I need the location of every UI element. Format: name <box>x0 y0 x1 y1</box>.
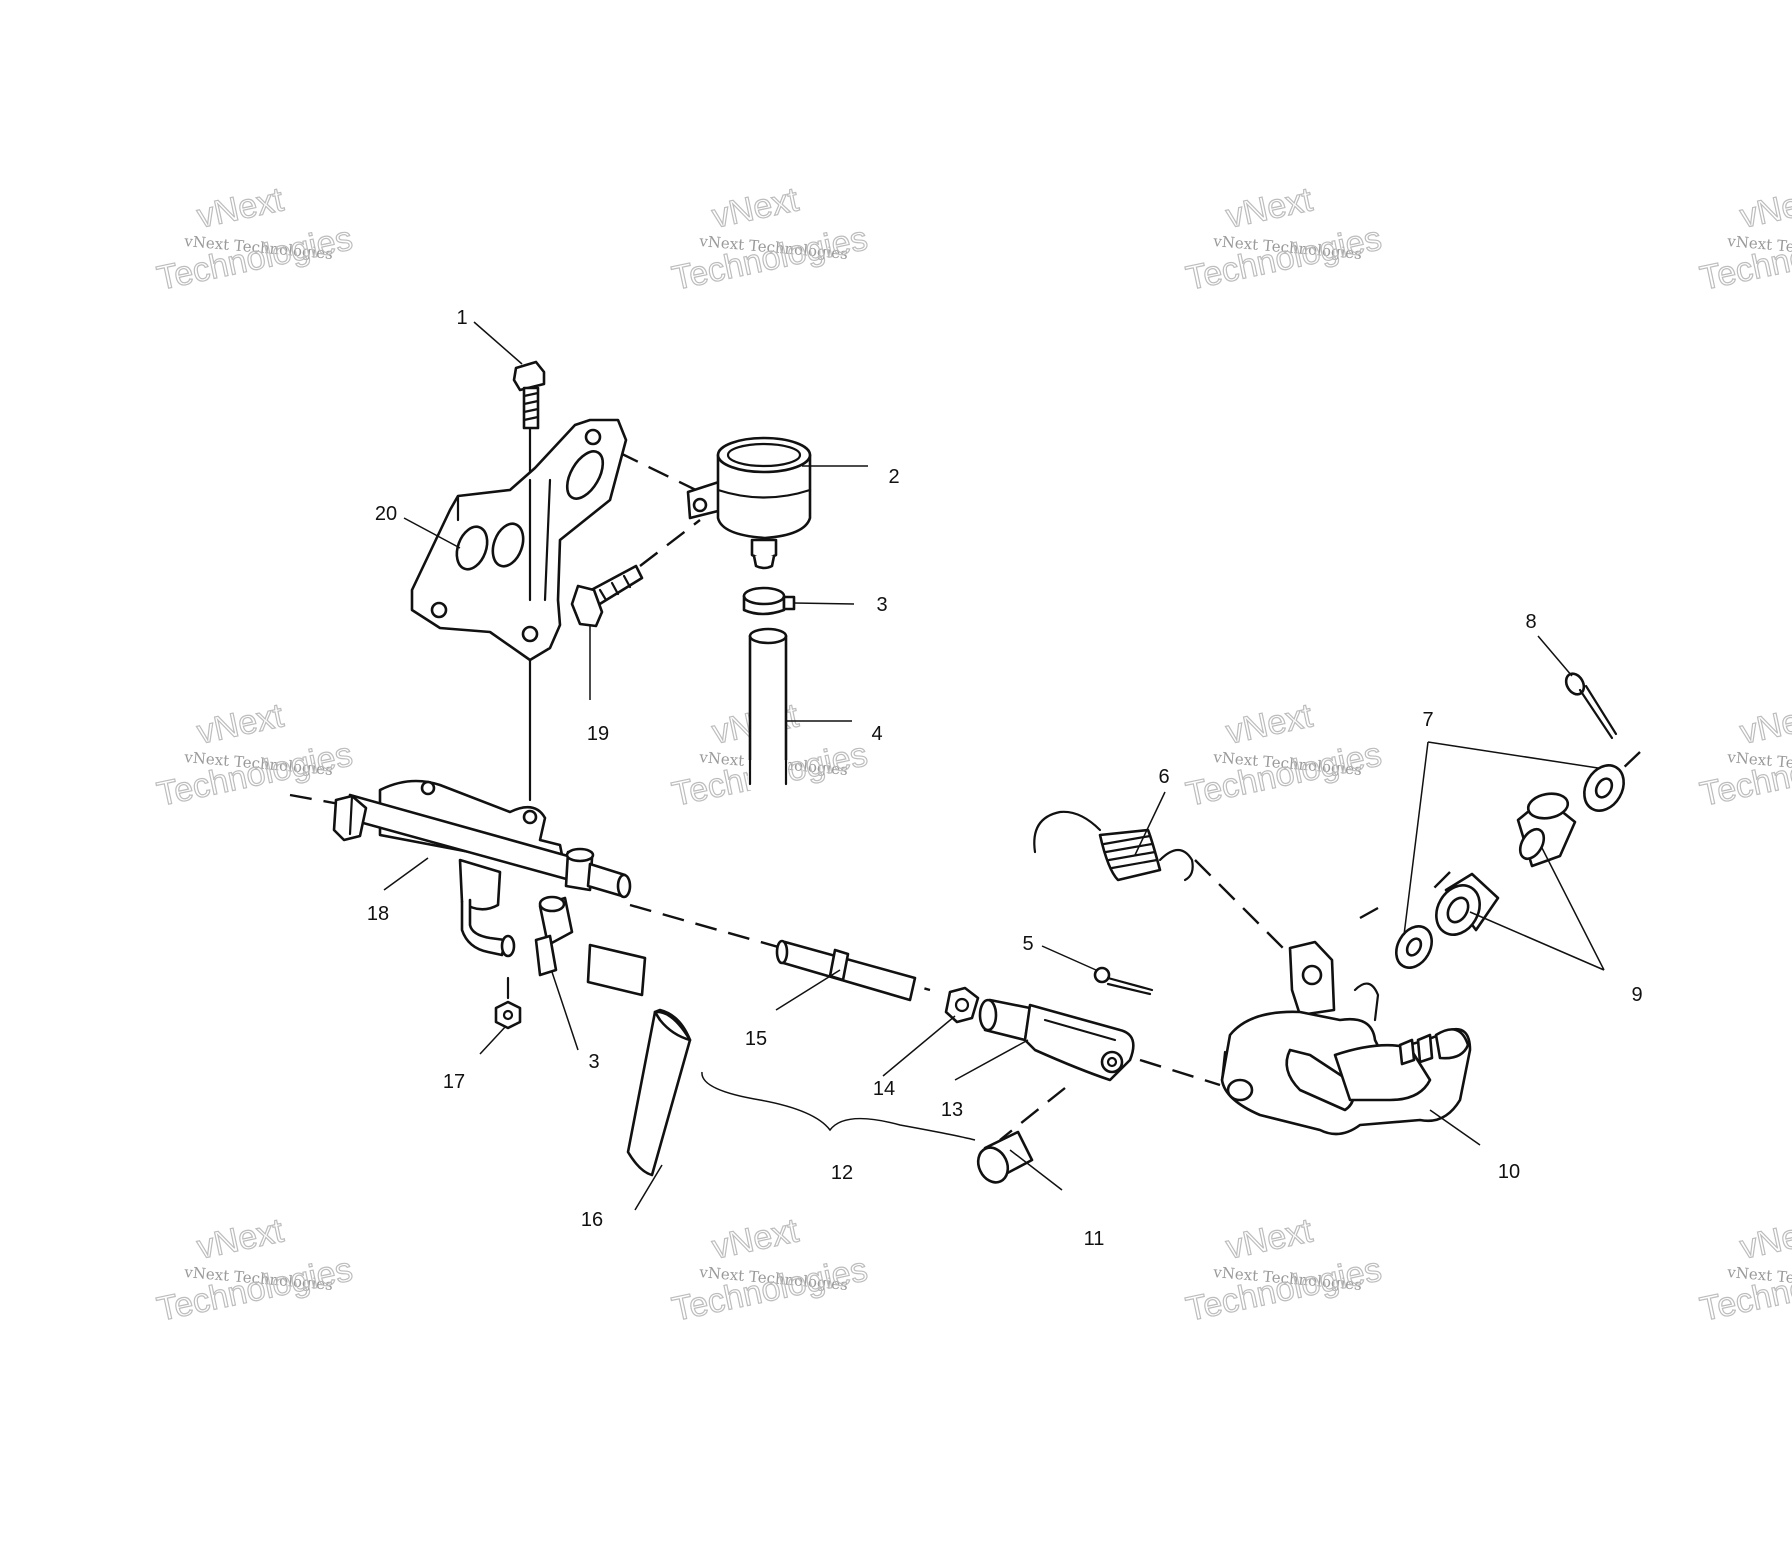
watermark-technologies: Technologies <box>1183 735 1385 813</box>
watermark-technologies: Technologies <box>154 1250 356 1328</box>
callout-4: 4 <box>871 723 882 745</box>
watermark-vnext: vNext <box>1737 696 1792 751</box>
callout-6: 6 <box>1158 766 1169 788</box>
callout-12: 12 <box>831 1162 853 1184</box>
watermark-technologies: Technologies <box>1183 1250 1385 1328</box>
part-9-bushing-right <box>1516 792 1577 868</box>
callout-15: 15 <box>745 1028 767 1050</box>
part-1-bolt <box>512 360 546 430</box>
callout-7: 7 <box>1422 709 1433 731</box>
part-10-caliper <box>1220 940 1472 1136</box>
callout-labels: 1 2 3 4 5 6 7 8 9 10 11 12 13 14 15 16 1… <box>367 307 1643 1250</box>
callout-3-upper: 3 <box>876 594 887 616</box>
callout-10: 10 <box>1498 1161 1520 1183</box>
watermark-vnext: vNext <box>194 696 287 751</box>
watermark-vnext: vNext <box>709 180 802 235</box>
watermark-vnext: vNext <box>1737 1211 1792 1266</box>
callout-3-lower: 3 <box>588 1051 599 1073</box>
callout-8: 8 <box>1525 611 1536 633</box>
watermark-technologies: Technologies <box>154 219 356 297</box>
watermark-technologies: Technologies <box>669 1250 871 1328</box>
callout-1: 1 <box>456 307 467 329</box>
part-18-master-cylinder <box>332 779 632 958</box>
callout-9: 9 <box>1631 984 1642 1006</box>
part-5-cotter-pin <box>1093 966 1154 996</box>
callout-5: 5 <box>1022 933 1033 955</box>
callout-20: 20 <box>375 503 397 525</box>
watermark-vnext: vNext <box>194 1211 287 1266</box>
callout-18: 18 <box>367 903 389 925</box>
watermark-vnext: vNext <box>709 1211 802 1266</box>
watermark-technologies: Technologies <box>1183 219 1385 297</box>
callout-13: 13 <box>941 1099 963 1121</box>
part-20-bracket <box>410 418 628 662</box>
callout-14: 14 <box>873 1078 895 1100</box>
watermark-vnext: vNext <box>194 180 287 235</box>
part-16-hose <box>586 943 692 1177</box>
part-17-nut <box>494 976 522 1030</box>
callout-19: 19 <box>587 723 609 745</box>
part-3-clamp-upper <box>742 586 796 616</box>
part-4-hose <box>748 627 788 790</box>
part-15-push-rod <box>775 939 917 1002</box>
part-13-clevis <box>978 998 1135 1082</box>
watermark-vnext: vNext <box>1223 696 1316 751</box>
watermark-vnext: vNext <box>1737 180 1792 235</box>
part-11-pin <box>976 1130 1034 1184</box>
part-7-washer-right <box>1583 764 1625 812</box>
part-19-bolt <box>570 564 644 628</box>
part-7-washer-left <box>1395 925 1433 969</box>
part-3-clamp-lower <box>534 895 574 977</box>
watermark-vnext: vNext <box>1223 180 1316 235</box>
leader-lines <box>383 321 1605 1211</box>
watermark-technologies: Technologies <box>669 219 871 297</box>
callout-11: 11 <box>1084 1228 1105 1250</box>
callout-16: 16 <box>581 1209 603 1231</box>
part-8-cotter-pin <box>1564 672 1618 740</box>
part-14-nut <box>944 986 980 1024</box>
callout-2: 2 <box>888 466 899 488</box>
callout-17: 17 <box>443 1071 465 1093</box>
part-6-spring <box>1033 810 1194 882</box>
watermark-vnext: vNext <box>1223 1211 1316 1266</box>
part-9-bushing-left <box>1435 872 1500 936</box>
part-2-reservoir <box>686 436 812 570</box>
